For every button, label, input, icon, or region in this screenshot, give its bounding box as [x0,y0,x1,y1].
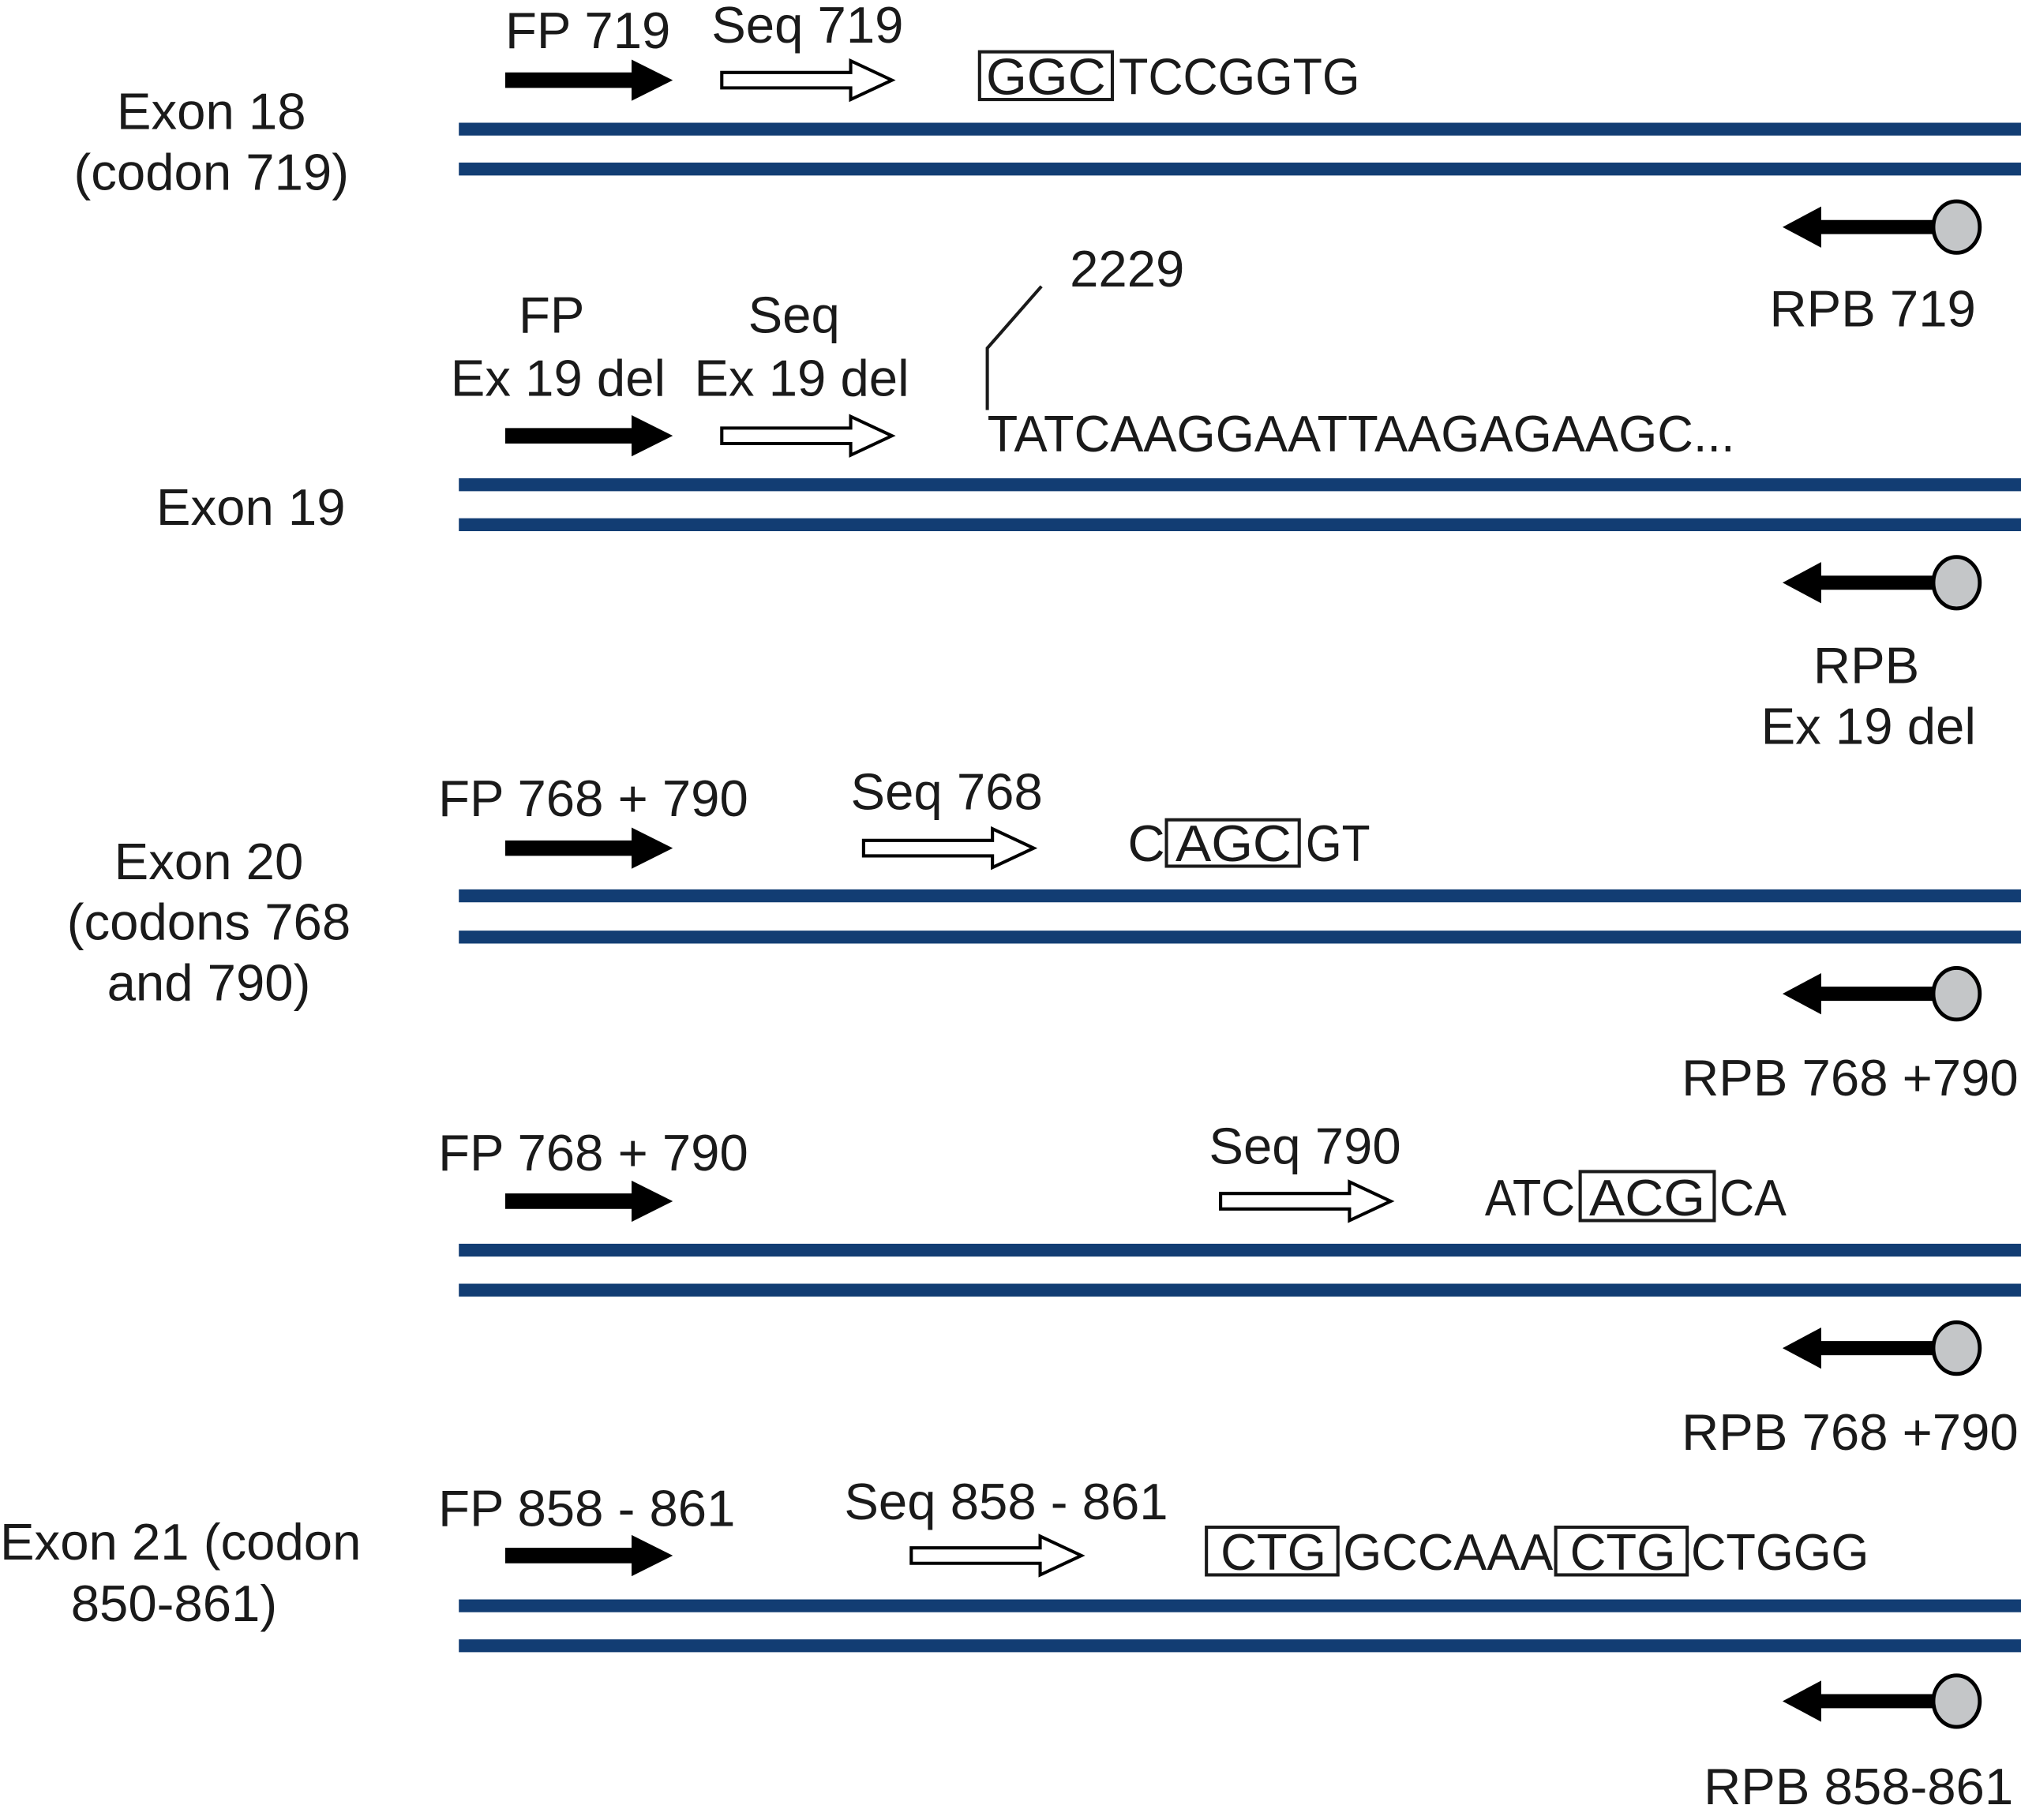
forward-primer-label: FP 858 - 861 [438,1479,735,1537]
sequencing-primer-arrow-icon [722,417,892,455]
sequence-segment-boxed: CTG [1220,1523,1326,1581]
sequence-segment-boxed: AGC [1175,815,1292,872]
sequencing-primer-arrow-icon [1220,1182,1391,1220]
exon-label: Exon 19 [156,478,346,536]
sequence-segment: CTGGG [1691,1523,1869,1581]
exon-label: 850-861) [71,1575,277,1632]
sequencing-primer-label: Seq [748,286,840,344]
codon-box [1554,1526,1689,1577]
sequence-segment: TATCAAGGAATTAAGAGAAGC... [988,405,1735,462]
forward-primer-arrow-icon [505,827,673,869]
sequence-segment-boxed: CTG [1570,1523,1676,1581]
sequence-segment: TCCGGTG [1119,48,1359,106]
sequencing-primer-arrow-icon [911,1536,1082,1575]
sequence-segment-boxed: ACG [1589,1169,1705,1226]
forward-primer-label: Ex 19 del [451,350,666,407]
reverse-primer-arrow-icon [1782,973,1940,1015]
panel-exon-21: Exon 21 (codon 850-861) FP 858 - 861 Seq… [0,1473,2021,1815]
position-leader-line [985,285,1043,410]
reverse-primer-label: Ex 19 del [1761,697,1976,755]
forward-primer-arrow-icon [505,1534,673,1577]
biotin-bead-icon [1931,966,1982,1022]
sequence-segment: GT [1306,815,1370,872]
sequencing-primer-label: Seq 858 - 861 [844,1473,1168,1530]
codon-box [977,50,1115,102]
codon-box [1164,818,1301,868]
reverse-primer-label: RPB [1813,637,1919,695]
exon-label: (codon 719) [74,143,349,200]
codon-box [1578,1170,1716,1223]
biotin-bead-icon [1931,199,1982,255]
sequence-segment-boxed: GGC [986,48,1106,106]
sequencing-primer-arrow-icon [722,61,892,99]
panel-exon-20-790: FP 768 + 790 Seq 790 ATC ACG CA RPB 768 … [438,1118,2021,1461]
forward-primer-arrow-icon [505,1180,673,1223]
forward-primer-label: FP [519,286,584,344]
reverse-primer-arrow-icon [1782,206,1940,248]
sequence-segment: GCCAAA [1343,1523,1554,1581]
panel-exon-19: Exon 19 FP Ex 19 del Seq Ex 19 del 2229 … [156,240,2021,755]
panel-exon-20-768: Exon 20 (codons 768 and 790) FP 768 + 79… [67,763,2021,1107]
panel-exon-18: Exon 18 (codon 719) FP 719 Seq 719 GGC T… [74,0,2021,337]
forward-primer-label: FP 768 + 790 [438,770,748,827]
sequence-segment: C [1128,815,1165,872]
sequencing-primer-arrow-icon [864,829,1034,867]
reverse-primer-arrow-icon [1782,1327,1940,1369]
reverse-primer-label: RPB 719 [1769,279,1975,337]
sequencing-primer-label: Seq 790 [1209,1118,1400,1175]
exon-label: Exon 20 [114,833,304,890]
exon-label: and 790) [107,953,311,1011]
codon-box [1205,1526,1340,1577]
forward-primer-arrow-icon [505,415,673,457]
forward-primer-label: FP 768 + 790 [438,1124,748,1182]
reverse-primer-label: RPB 768 +790 [1682,1049,2019,1107]
biotin-bead-icon [1931,1320,1982,1376]
forward-primer-arrow-icon [505,59,673,101]
sequencing-primer-label: Seq 719 [711,0,903,54]
sequencing-primer-label: Ex 19 del [694,350,909,407]
biotin-bead-icon [1931,1673,1982,1729]
exon-label: Exon 18 [117,83,306,140]
reverse-primer-arrow-icon [1782,562,1940,604]
sequence-segment: CA [1719,1169,1787,1226]
forward-primer-label: FP 719 [505,2,670,59]
sequence-segment: ATC [1485,1169,1575,1226]
reverse-primer-label: RPB 768 +790 [1682,1403,2019,1461]
exon-label: Exon 21 (codon [0,1513,361,1571]
exon-label: (codons 768 [67,893,351,951]
reverse-primer-label: RPB 858-861 [1704,1758,2013,1815]
sequencing-primer-label: Seq 768 [851,763,1043,821]
position-marker: 2229 [1070,240,1184,298]
biotin-bead-icon [1931,555,1982,611]
reverse-primer-arrow-icon [1782,1680,1940,1722]
